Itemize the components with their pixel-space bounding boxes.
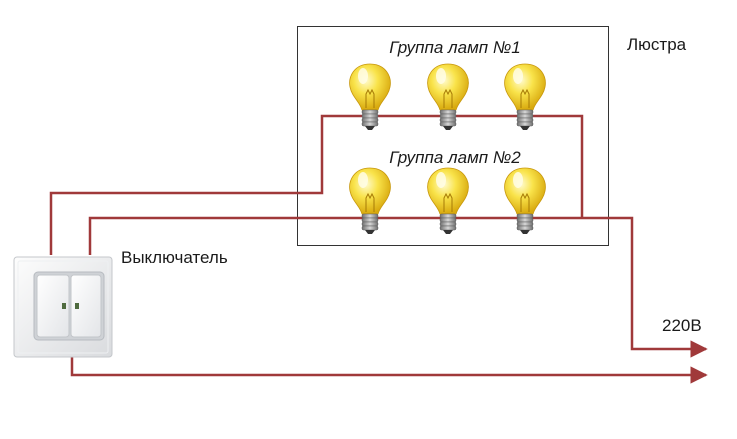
group1-label: Группа ламп №1 [389, 38, 520, 57]
chandelier-label: Люстра [627, 35, 687, 54]
light-bulb-icon [427, 167, 469, 234]
wire-group1 [49, 114, 584, 255]
double-light-switch-icon [13, 256, 113, 358]
group2-label: Группа ламп №2 [389, 148, 521, 167]
switch-key-left [36, 274, 70, 338]
switch-key-right [70, 274, 102, 338]
switch-label: Выключатель [121, 248, 228, 267]
light-bulb-icon [504, 167, 546, 234]
wire-group2 [88, 216, 708, 358]
wire-supply [70, 354, 708, 384]
light-bulb-icon [427, 63, 469, 130]
lamp-group-2 [349, 167, 546, 234]
lamp-group-1 [349, 63, 546, 130]
light-bulb-icon [349, 63, 391, 130]
voltage-label: 220В [662, 316, 702, 335]
chandelier-frame [297, 26, 609, 246]
light-bulb-icon [504, 63, 546, 130]
light-bulb-icon [349, 167, 391, 234]
wires [49, 114, 708, 384]
